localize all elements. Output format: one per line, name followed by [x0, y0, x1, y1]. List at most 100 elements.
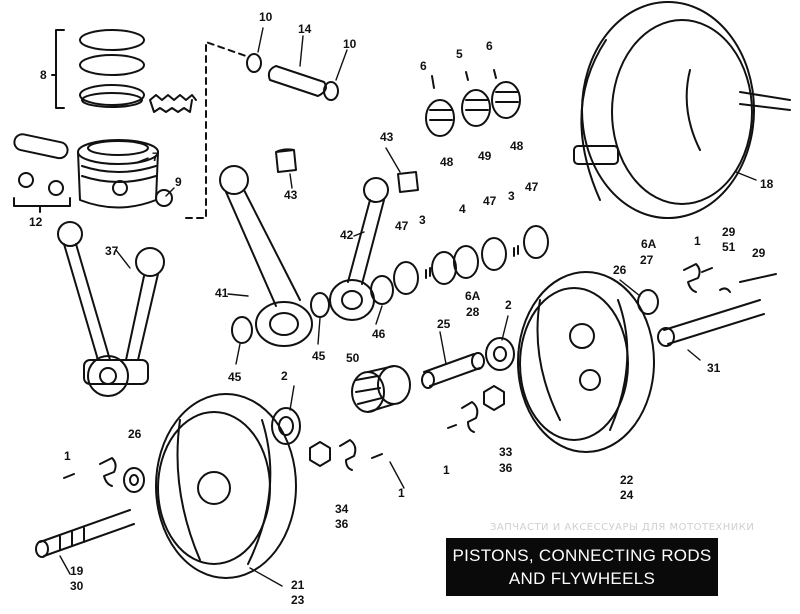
title-line-1: PISTONS, CONNECTING RODS: [452, 546, 712, 565]
callout-45-left: 45: [228, 370, 242, 384]
callout-25: 25: [437, 317, 451, 331]
callout-30: 30: [70, 579, 84, 593]
washer-26-left: [123, 467, 145, 493]
callout-47-b: 47: [483, 194, 497, 208]
callout-9: 9: [175, 175, 182, 189]
wrist-pin: [267, 65, 327, 97]
flywheel-mid: [517, 271, 655, 453]
callout-1-mid: 1: [443, 463, 450, 477]
roller-bearing-50: [351, 365, 411, 413]
callout-50: 50: [346, 351, 360, 365]
callout-14: 14: [298, 22, 312, 36]
callout-43-right: 43: [380, 130, 394, 144]
callout-47-a: 47: [395, 219, 409, 233]
lock-plate-left: [99, 457, 117, 487]
nut-33: [483, 385, 505, 411]
callout-10-right: 10: [343, 37, 357, 51]
lock-ring-left: [246, 53, 262, 73]
callout-41: 41: [215, 286, 229, 300]
callout-28: 28: [466, 305, 480, 319]
callout-6A-mid: 6A: [465, 289, 481, 303]
callout-3-b: 3: [508, 189, 515, 203]
callout-23: 23: [291, 593, 305, 607]
watermark-text: ЗАПЧАСТИ И АКСЕССУАРЫ ДЛЯ МОТОТЕХНИКИ: [490, 522, 755, 533]
callout-26-left: 26: [128, 427, 142, 441]
connecting-rod-42: [329, 177, 389, 321]
callout-5: 5: [456, 47, 463, 61]
callout-48-left: 48: [440, 155, 454, 169]
callout-43-left: 43: [284, 188, 298, 202]
callout-2-left: 2: [281, 369, 288, 383]
bushing-right: [397, 171, 419, 193]
callout-1-low: 1: [398, 486, 405, 500]
ring-expander: [149, 94, 197, 113]
connecting-rod-41: [219, 165, 313, 347]
callout-49: 49: [478, 149, 492, 163]
thrust-washer-45b: [310, 292, 330, 318]
callout-46: 46: [372, 327, 386, 341]
washer-2-right: [485, 337, 515, 371]
bushing-left: [275, 148, 297, 173]
flywheel-top: [573, 1, 791, 219]
callout-1-left: 1: [64, 449, 71, 463]
callout-6-right: 6: [486, 39, 493, 53]
flywheel-bottom: [155, 393, 297, 579]
callout-6A-right: 6A: [641, 237, 657, 251]
bearing-cages-middle: [393, 225, 549, 295]
callout-8: 8: [40, 68, 47, 82]
shaft-31: [657, 273, 777, 347]
crank-pin: [421, 352, 485, 389]
callout-33: 33: [499, 445, 513, 459]
washer-2-left: [271, 407, 301, 445]
callout-6-left: 6: [420, 59, 427, 73]
piston: [77, 139, 159, 209]
piston-pin-left: [13, 133, 71, 213]
rod-assembly-left: [57, 221, 165, 397]
callout-4: 4: [459, 202, 466, 216]
piston-rings: [51, 29, 145, 109]
callout-51: 51: [722, 240, 736, 254]
callout-3-a: 3: [419, 213, 426, 227]
callout-29-b: 29: [752, 246, 766, 260]
callout-1-right: 1: [694, 234, 701, 248]
callout-19: 19: [70, 564, 84, 578]
nut-34: [309, 441, 331, 467]
callout-7: 7: [152, 150, 159, 164]
callout-12: 12: [29, 215, 43, 229]
washer-26-right: [637, 289, 659, 315]
callout-42: 42: [340, 228, 354, 242]
callout-37: 37: [105, 244, 119, 258]
callout-29-a: 29: [722, 225, 736, 239]
callout-18: 18: [760, 177, 774, 191]
thrust-washer-45a: [231, 316, 253, 344]
dashed-leader: [185, 41, 247, 219]
lock-plate-right: [683, 263, 701, 293]
lock-plate-low: [339, 439, 357, 471]
callout-48-right: 48: [510, 139, 524, 153]
callout-36-left: 36: [335, 517, 349, 531]
title-line-2: AND FLYWHEELS: [508, 569, 656, 588]
leader-lines: [59, 27, 757, 587]
callout-26-right: 26: [613, 263, 627, 277]
screws: [63, 267, 713, 479]
key-29: [719, 287, 731, 293]
callout-22: 22: [620, 473, 634, 487]
roller-bearings-top: [425, 69, 521, 137]
callout-47-c: 47: [525, 180, 539, 194]
spacer-46: [370, 275, 394, 305]
pin-bushing: [155, 189, 173, 207]
callout-24: 24: [620, 488, 634, 502]
diagram-title: PISTONS, CONNECTING RODS AND FLYWHEELS: [446, 538, 718, 596]
callout-27: 27: [640, 253, 654, 267]
callout-45-right: 45: [312, 349, 326, 363]
shaft-19: [35, 509, 135, 558]
callout-10-left: 10: [259, 10, 273, 24]
callout-21: 21: [291, 578, 305, 592]
callout-2-mid: 2: [505, 298, 512, 312]
callout-34: 34: [335, 502, 349, 516]
callout-31: 31: [707, 361, 721, 375]
lock-plate-mid: [461, 401, 479, 433]
callout-36-right: 36: [499, 461, 513, 475]
